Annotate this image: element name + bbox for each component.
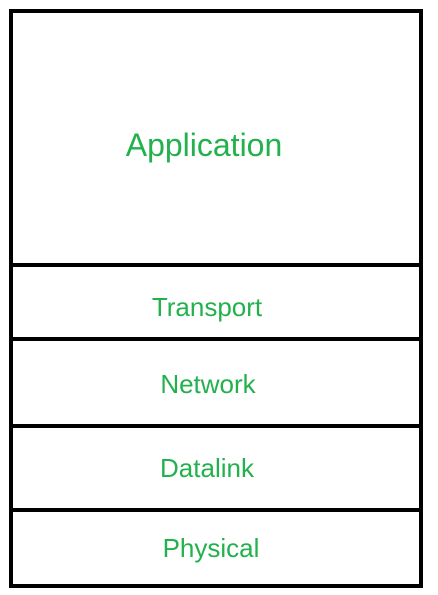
layer-label-application: Application	[125, 126, 283, 163]
layer-label-physical: Physical	[162, 532, 260, 563]
layer-physical: Physical	[13, 508, 419, 584]
layer-stack-diagram: Application Transport Network Datalink P…	[9, 9, 423, 588]
layer-label-transport: Transport	[151, 291, 263, 322]
layer-label-datalink: Datalink	[160, 452, 254, 483]
layer-datalink: Datalink	[13, 424, 419, 508]
layer-label-network: Network	[160, 369, 256, 399]
layer-network: Network	[13, 337, 419, 424]
layer-transport: Transport	[13, 263, 419, 337]
layer-application: Application	[13, 13, 419, 263]
